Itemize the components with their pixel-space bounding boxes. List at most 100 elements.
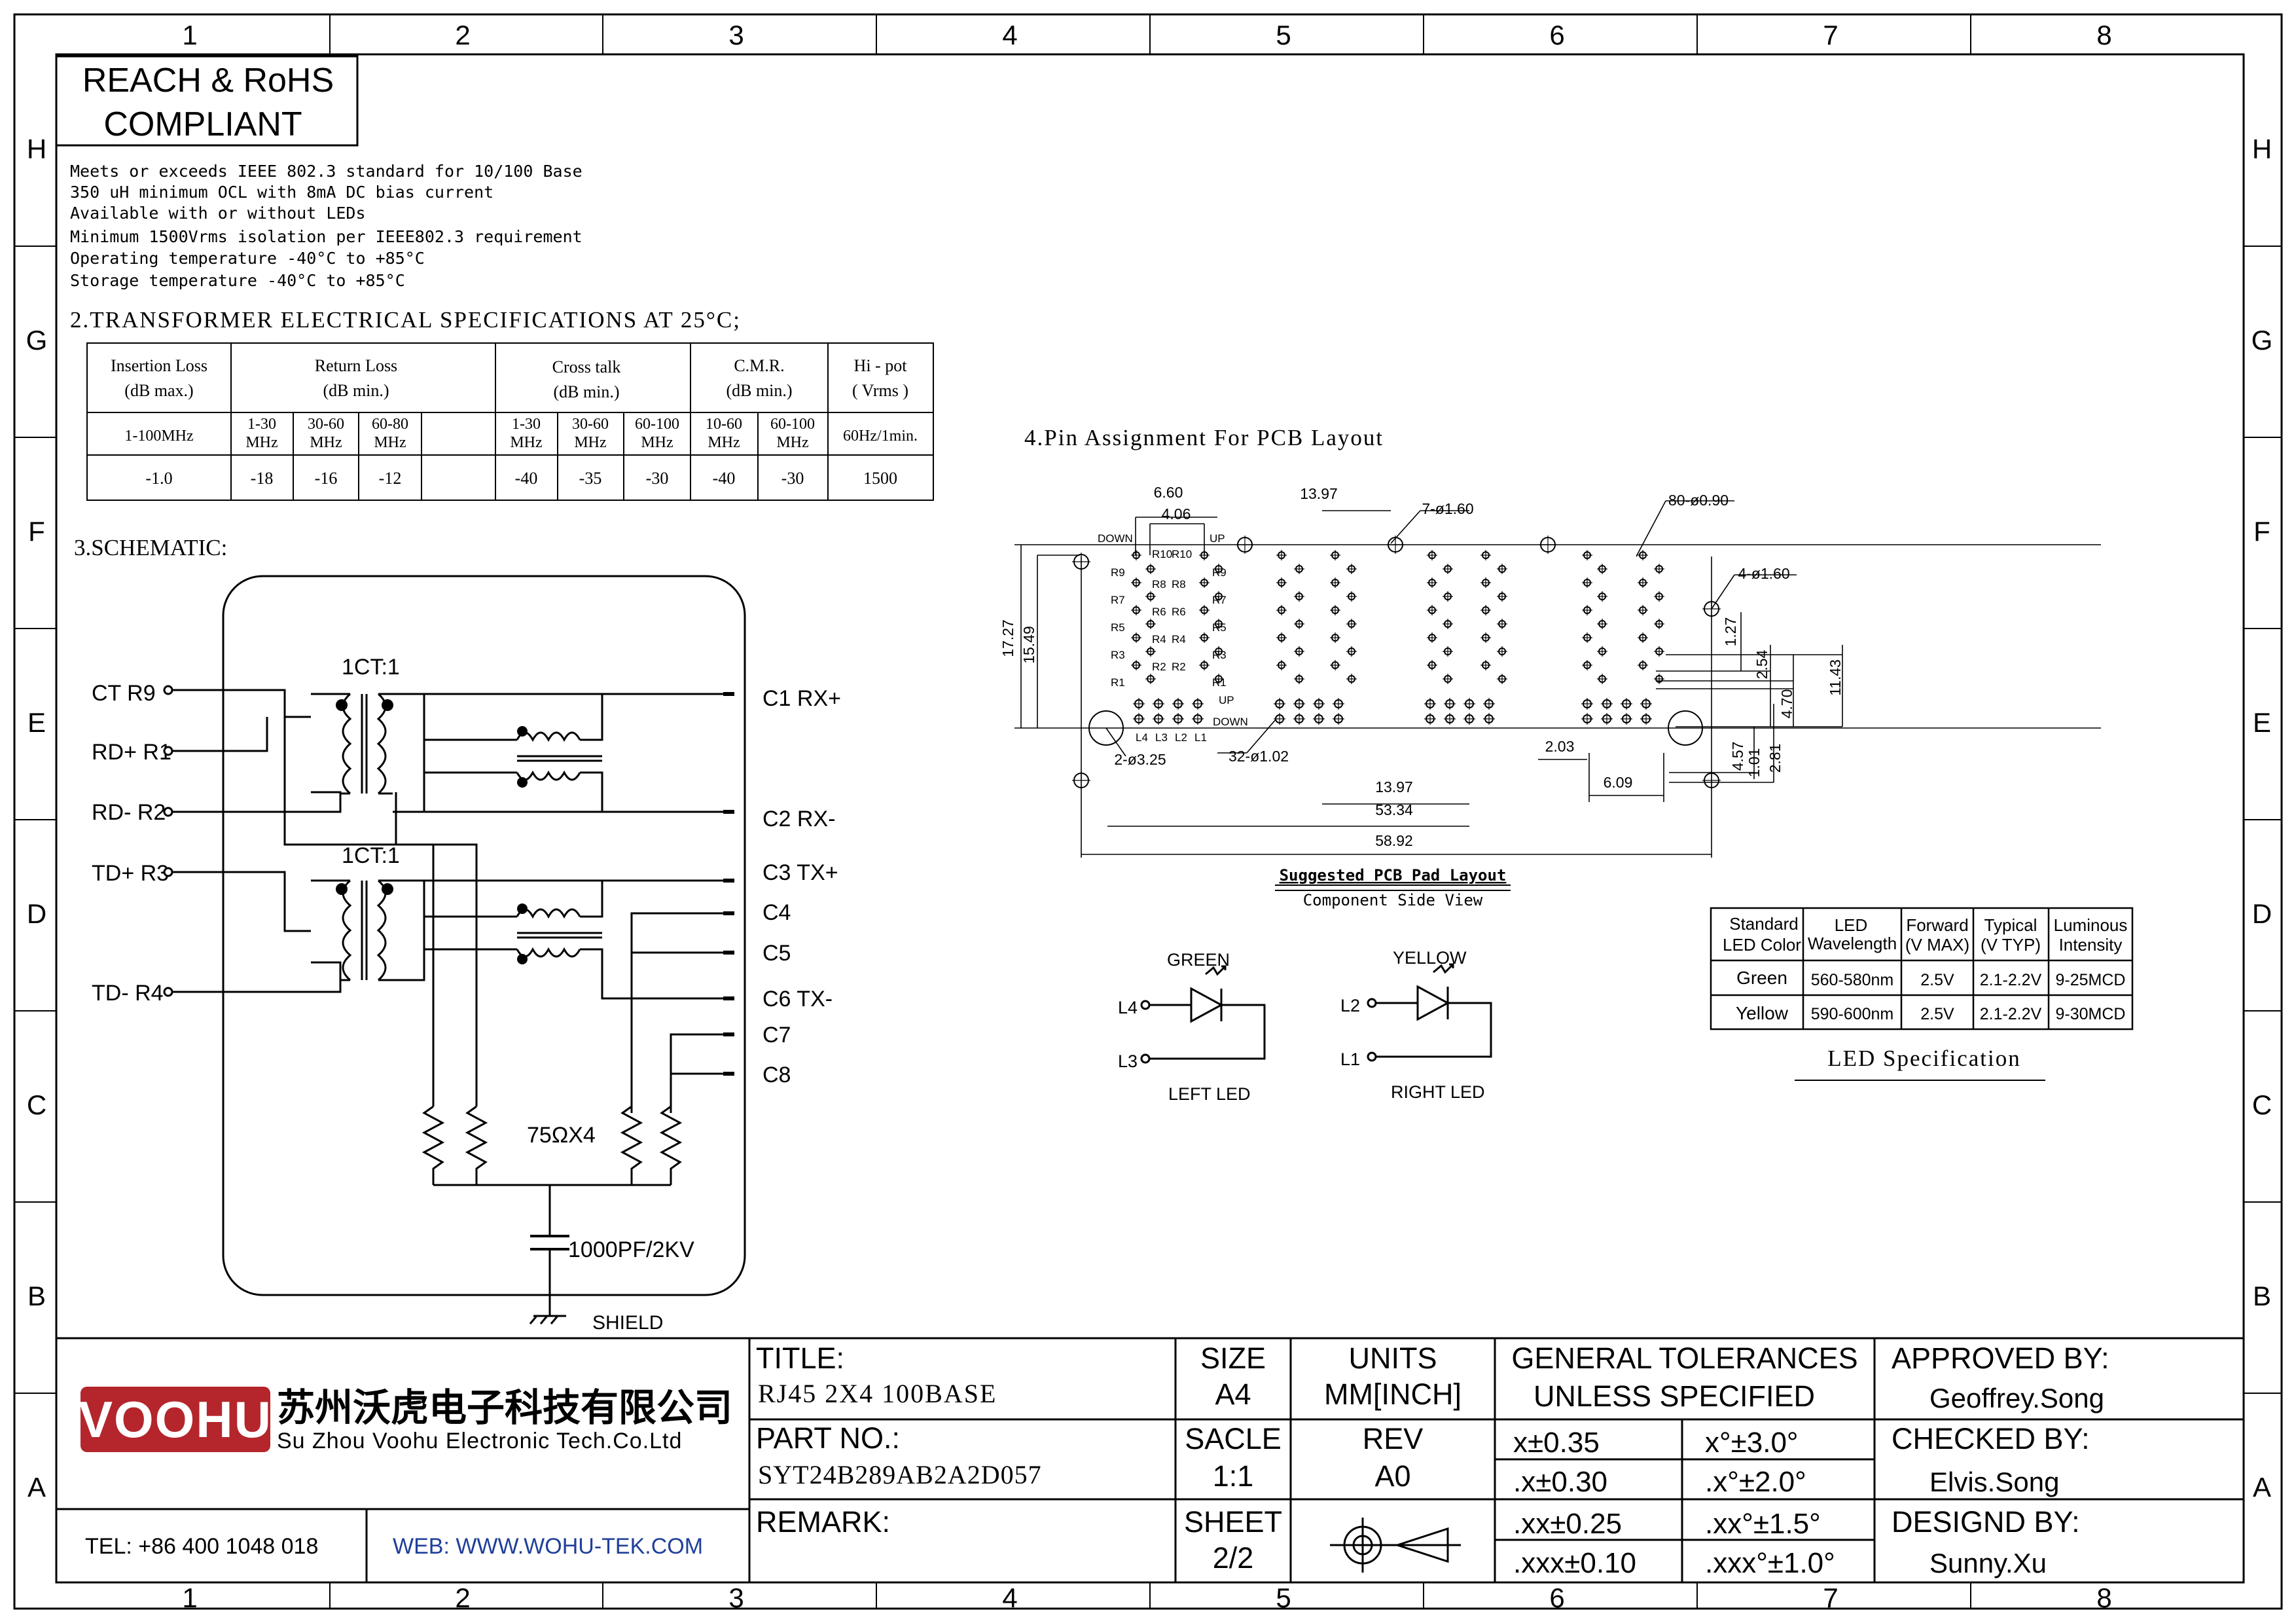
tolerance-angular: .xx°±1.5° <box>1705 1508 1821 1540</box>
pin-label: R9 <box>1212 566 1227 579</box>
led-spec-header: (V TYP) <box>1981 935 2041 955</box>
feature-item: Operating temperature -40°C to +85°C <box>70 249 425 268</box>
freq-cell: 60-100 <box>635 416 679 433</box>
led-color: GREEN <box>1167 950 1230 970</box>
pin-label: R10 <box>1172 548 1192 560</box>
dim-label: 2.54 <box>1753 649 1770 679</box>
pin-label: C8 <box>762 1063 791 1087</box>
company-name-en: Su Zhou Voohu Electronic Tech.Co.Ltd <box>277 1429 682 1453</box>
pin-label: CT R9 <box>92 681 156 706</box>
freq-cell: 1-100MHz <box>124 428 193 445</box>
led-spec-header: LED <box>1835 915 1868 935</box>
tolerance-angular: .x°±2.0° <box>1705 1466 1806 1498</box>
scale-value: 1:1 <box>1213 1459 1254 1493</box>
col-label-top: 1 <box>182 20 197 50</box>
pin-label: TD- R4 <box>92 981 164 1006</box>
pin-label: R4 <box>1172 633 1186 646</box>
led-name: RIGHT LED <box>1391 1082 1485 1102</box>
spec-value: -30 <box>646 469 669 488</box>
led-spec-header: Forward <box>1906 915 1968 935</box>
freq-cell: MHz <box>245 434 278 451</box>
group-header: Hi - pot <box>854 356 908 375</box>
group-header-unit: (dB min.) <box>726 381 792 400</box>
dim-label: 11.43 <box>1827 659 1844 696</box>
designed-label: DESIGND BY: <box>1892 1505 2080 1539</box>
size-label: SIZE <box>1200 1341 1266 1375</box>
pin-label: L4 <box>1136 731 1148 744</box>
col-label-bottom: 8 <box>2096 1582 2111 1613</box>
pin-label: DOWN <box>1213 716 1248 728</box>
led-diagrams: GREEN L4 L3 LEFT LED YELLOW L2 L1 RIGHT … <box>1118 948 1492 1104</box>
pin-label: L2 <box>1175 731 1187 744</box>
pin-label: TD+ R3 <box>92 861 169 886</box>
freq-cell: 30-60 <box>572 416 609 433</box>
units-label: UNITS <box>1349 1341 1437 1375</box>
schematic: 3.SCHEMATIC: CT R9 RD+ R1 RD- R2 TD+ R3 … <box>74 535 841 1334</box>
led-spec-header: Wavelength <box>1808 934 1897 953</box>
part-value: SYT24B289AB2A2D057 <box>758 1460 1042 1489</box>
spec-value: -40 <box>515 469 538 488</box>
dim-label: 13.97 <box>1375 778 1413 795</box>
pin-label: DOWN <box>1098 532 1133 545</box>
ct-ratio-label: 1CT:1 <box>342 843 400 868</box>
row-label-left: E <box>27 707 46 738</box>
pcb-caption-sub: Component Side View <box>1303 891 1483 909</box>
spec-value: -30 <box>781 469 804 488</box>
transformer-spec-table: 2.TRANSFORMER ELECTRICAL SPECIFICATIONS … <box>70 307 934 501</box>
pin-label: R1 <box>1212 676 1227 689</box>
tolerance-linear: .xxx±0.10 <box>1513 1547 1636 1579</box>
row-label-right: D <box>2252 898 2272 929</box>
led-spec-caption: LED Specification <box>1827 1046 2020 1071</box>
col-label-top: 2 <box>455 20 470 50</box>
feature-item: Minimum 1500Vrms isolation per IEEE802.3… <box>70 227 583 246</box>
col-label-bottom: 1 <box>182 1582 197 1613</box>
pin-label: RD+ R1 <box>92 740 171 765</box>
approved-label: APPROVED BY: <box>1892 1341 2109 1375</box>
pin-label: R2 <box>1152 661 1166 673</box>
pin-label: C7 <box>762 1023 791 1048</box>
led-pin: L4 <box>1118 998 1138 1017</box>
led-spec-cell: 9-30MCD <box>2056 1005 2126 1023</box>
scale-label: SACLE <box>1185 1422 1282 1455</box>
row-label-left: B <box>27 1281 46 1311</box>
led-spec-cell: 2.1-2.2V <box>1980 1005 2042 1023</box>
tolerance-linear: .x±0.30 <box>1513 1466 1607 1498</box>
freq-cell: 10-60 <box>706 416 742 433</box>
units-value: MM[INCH] <box>1324 1377 1462 1411</box>
spec-value: -16 <box>315 469 338 488</box>
projection-symbol-icon <box>1330 1518 1461 1573</box>
pin-label: L3 <box>1155 731 1168 744</box>
led-spec-header: Intensity <box>2059 935 2123 955</box>
polarity-dots <box>336 699 528 964</box>
row-label-left: G <box>26 325 48 356</box>
col-label-bottom: 3 <box>728 1582 744 1613</box>
company-name-cn: 苏州沃虎电子科技有限公司 <box>277 1385 732 1430</box>
dim-label: 58.92 <box>1375 832 1413 849</box>
designed-value: Sunny.Xu <box>1929 1548 2047 1578</box>
checked-value: Elvis.Song <box>1929 1467 2059 1497</box>
row-label-right: F <box>2253 516 2270 547</box>
dim-label: 1.27 <box>1722 617 1739 647</box>
led-color: YELLOW <box>1393 948 1467 968</box>
checked-label: CHECKED BY: <box>1892 1422 2090 1455</box>
pin-label: UP <box>1219 694 1234 706</box>
transformer-spec-title: 2.TRANSFORMER ELECTRICAL SPECIFICATIONS … <box>70 307 741 333</box>
dim-label: 4.57 <box>1729 742 1746 771</box>
dim-label: 80-ø0.90 <box>1668 492 1729 509</box>
company-logo: VOOHU <box>79 1387 271 1452</box>
col-label-top: 3 <box>728 20 744 50</box>
led-spec-header: LED Color <box>1723 935 1801 955</box>
pin-label: UP <box>1210 532 1225 545</box>
pin-label: C5 <box>762 941 791 966</box>
freq-cell: MHz <box>510 434 542 451</box>
group-header: Return Loss <box>315 356 397 375</box>
row-label-left: F <box>28 516 45 547</box>
led-spec-cell: 560-580nm <box>1811 971 1893 989</box>
row-label-right: G <box>2251 325 2273 356</box>
dim-label: 15.49 <box>1020 626 1037 664</box>
feature-item: Storage temperature -40°C to +85°C <box>70 271 405 290</box>
freq-cell: 1-30 <box>247 416 276 433</box>
row-label-left: D <box>27 898 46 929</box>
feature-item: Available with or without LEDs <box>70 204 366 223</box>
